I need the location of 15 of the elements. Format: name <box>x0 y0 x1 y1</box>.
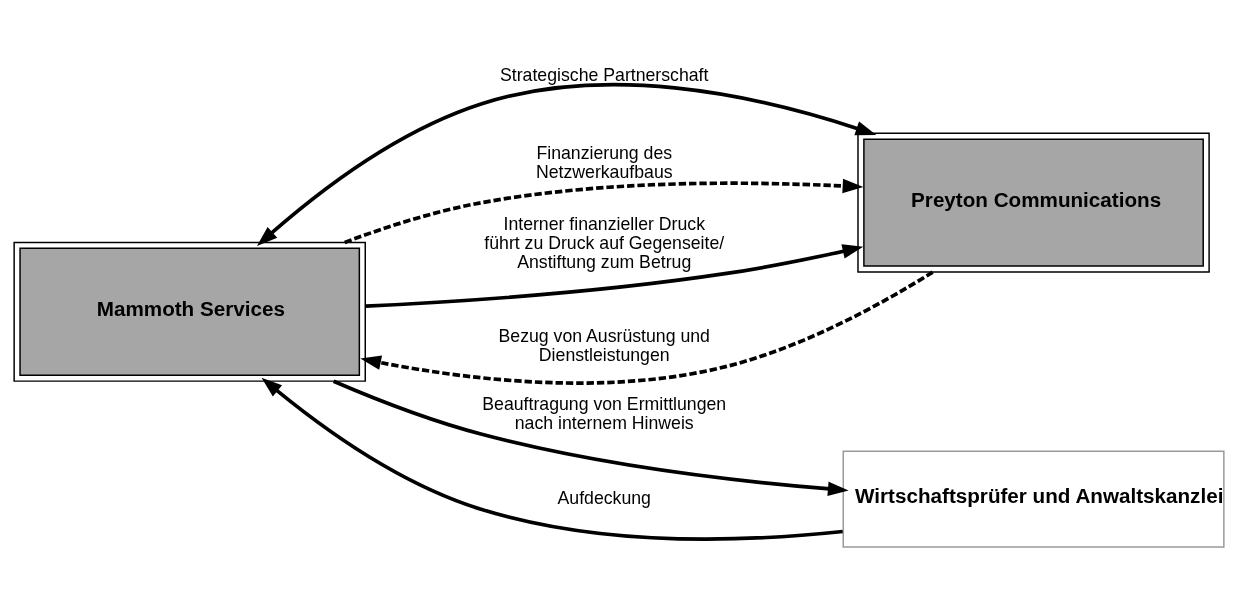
edge-label: Beauftragung von Ermittlungen nach internem Hinweis <box>482 393 727 433</box>
edge-label: Aufdeckung <box>557 487 651 508</box>
arrow <box>261 377 843 541</box>
edge-label: Strategische Partnerschaft <box>500 64 709 85</box>
arrow <box>365 243 864 308</box>
node-box: Preyton Communications <box>857 132 1210 273</box>
arrow <box>256 82 877 246</box>
arrow <box>360 270 934 385</box>
arrow <box>344 178 864 244</box>
edge-label: Interner finanzieller Druck führt zu Druck auf Gegenseite/ Anstiftung zum Betrug <box>484 213 725 272</box>
node-box: Mammoth Services <box>13 241 366 382</box>
arrow <box>332 379 849 496</box>
node-box: Wirtschaftsprüfer und Anwaltskanzlei <box>842 449 1225 548</box>
edge-label: Bezug von Ausrüstung und Dienstleistungen <box>498 325 710 365</box>
edge-label: Finanzierung des Netzwerkaufbaus <box>535 142 673 182</box>
